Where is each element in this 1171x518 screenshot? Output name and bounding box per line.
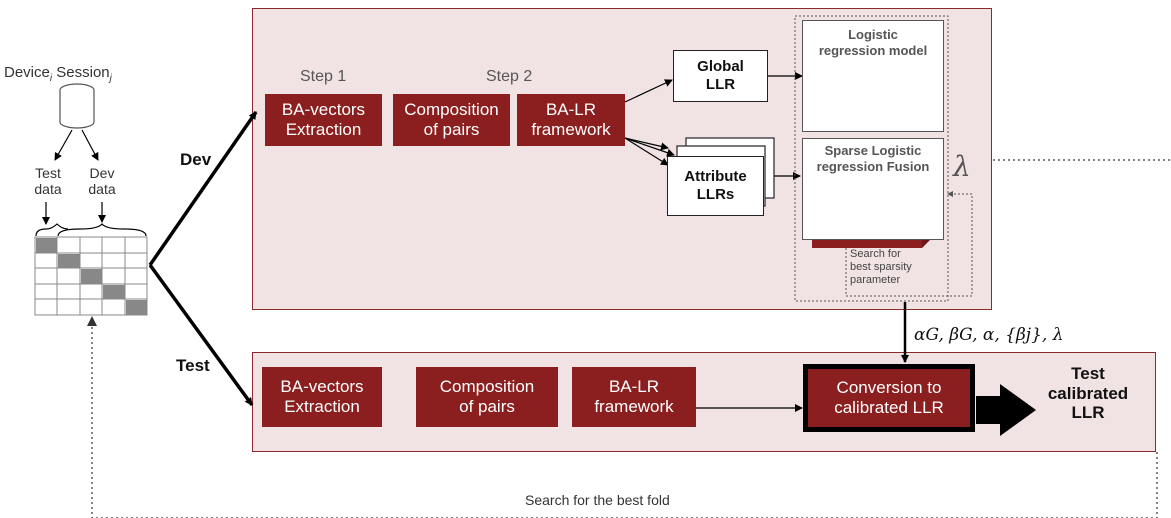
test-branch-label: Test [176, 356, 210, 375]
session-label: Session [56, 64, 110, 81]
lambda-label: λ [953, 150, 971, 183]
conversion-box: Conversion to calibrated LLR [803, 364, 975, 432]
dev-ba-vectors-box: BA-vectors Extraction [265, 94, 382, 146]
test-data-label: Test data [34, 165, 62, 198]
dev-data-label: Dev data [88, 165, 116, 198]
test-composition-box: Composition of pairs [416, 367, 558, 427]
sparse-model-box: Sparse Logistic regression Fusion [802, 138, 944, 240]
device-sub: i [49, 73, 53, 84]
dev-branch-label: Dev [180, 150, 212, 169]
database-icon [59, 83, 95, 129]
output-arrow [976, 384, 1036, 436]
test-output-label: Test calibrated LLR [1047, 364, 1129, 423]
logistic-model-box: Logistic regression model [802, 20, 944, 132]
device-label: Device [4, 64, 50, 81]
dev-composition-box: Composition of pairs [393, 94, 510, 146]
step-1-label: Step 1 [300, 68, 347, 85]
device-session-label: Devicei Sessionj [4, 64, 112, 84]
global-llr-box: Global LLR [673, 50, 768, 102]
logistic-params: αG, βG [839, 84, 895, 103]
test-ba-lr-box: BA-LR framework [572, 367, 696, 427]
test-ba-vectors-box: BA-vectors Extraction [262, 367, 382, 427]
search-sparsity-label: Search for best sparsity parameter [850, 248, 912, 287]
dev-ba-lr-box: BA-LR framework [517, 94, 625, 146]
logistic-model-title: Logistic regression model [818, 27, 928, 58]
fold-search-label: Search for the best fold [525, 492, 670, 508]
sparse-model-title: Sparse Logistic regression Fusion [816, 143, 930, 174]
sparse-params: α, {βj} [839, 210, 895, 229]
session-sub: j [109, 73, 112, 84]
transfer-params-label: αG, βG, α, {βj}, λ [914, 325, 1064, 345]
step-2-label: Step 2 [486, 68, 533, 85]
attribute-llrs-box: Attribute LLRs [667, 156, 764, 216]
